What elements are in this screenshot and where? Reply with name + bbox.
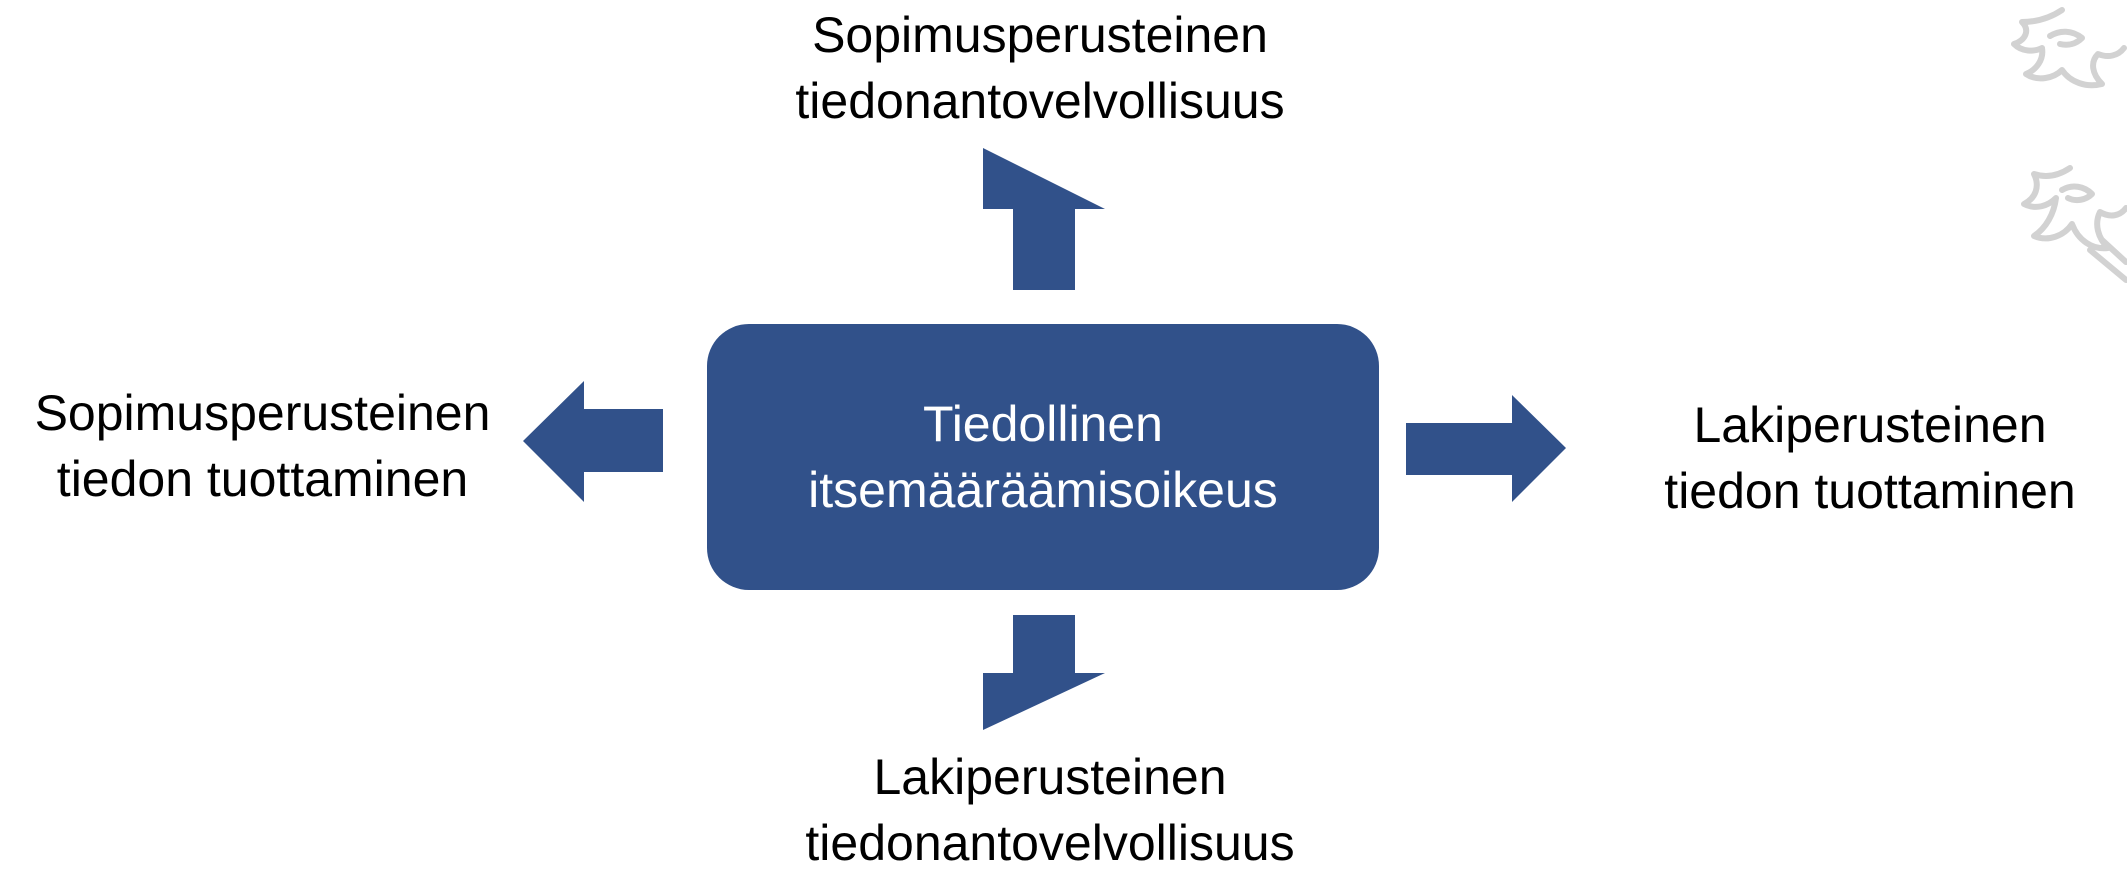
label-bottom: Lakiperusteinen tiedonantovelvollisuus (740, 744, 1360, 876)
label-top-line2: tiedonantovelvollisuus (795, 73, 1285, 129)
label-right: Lakiperusteinen tiedon tuottaminen (1620, 392, 2120, 524)
label-left-line2: tiedon tuottaminen (56, 451, 469, 507)
label-left-line1: Sopimusperusteinen (34, 385, 491, 441)
center-line2: itsemääräämisoikeus (808, 462, 1278, 518)
arrow-left-icon (523, 381, 663, 502)
label-left: Sopimusperusteinen tiedon tuottaminen (0, 380, 525, 512)
lion-emblem-icon (2011, 7, 2127, 283)
label-top-line1: Sopimusperusteinen (812, 7, 1268, 63)
label-right-line2: tiedon tuottaminen (1664, 463, 2076, 519)
arrow-down-icon (983, 615, 1105, 730)
arrow-up-icon (983, 148, 1105, 290)
label-bottom-line2: tiedonantovelvollisuus (805, 815, 1295, 871)
arrow-right-icon (1406, 395, 1566, 502)
label-right-line1: Lakiperusteinen (1693, 397, 2047, 453)
label-bottom-line1: Lakiperusteinen (873, 749, 1227, 805)
center-line1: Tiedollinen (923, 396, 1163, 452)
label-top: Sopimusperusteinen tiedonantovelvollisuu… (740, 2, 1340, 134)
center-box: Tiedollinen itsemääräämisoikeus (707, 324, 1379, 590)
